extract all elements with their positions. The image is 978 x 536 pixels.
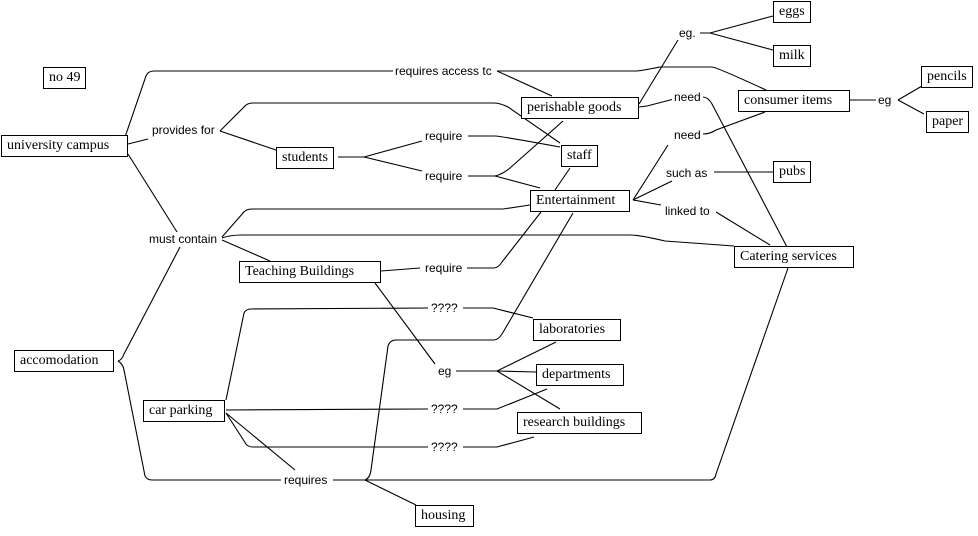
link-label-eg-perishable[interactable]: eg. — [677, 26, 698, 40]
link-ent-linked — [632, 199, 662, 206]
link-label-unknown-departments[interactable]: ???? — [429, 402, 460, 416]
link-requires-housing — [333, 479, 417, 506]
link-eg-milk — [709, 32, 774, 51]
link-unknown3-research — [463, 436, 535, 448]
concept-housing[interactable]: housing — [415, 505, 474, 527]
link-eg-depts — [496, 370, 537, 373]
link-need-consumer — [702, 111, 766, 135]
link-label-eg-consumer[interactable]: eg — [876, 93, 894, 107]
concept-catering-services[interactable]: Catering services — [734, 246, 854, 268]
link-teaching-eg — [374, 282, 436, 365]
concept-perishable-goods[interactable]: perishable goods — [521, 97, 639, 119]
link-require2-ent — [468, 175, 541, 189]
concept-accomodation[interactable]: accomodation — [14, 350, 114, 372]
concept-students[interactable]: students — [276, 147, 334, 169]
link-label-must-contain[interactable]: must contain — [147, 232, 220, 246]
concept-entertainment[interactable]: Entertainment — [530, 190, 630, 212]
link-carpark-unknown2 — [225, 408, 429, 411]
link-campus-provides — [127, 138, 149, 145]
title-badge: no 49 — [43, 67, 86, 89]
concept-laboratories[interactable]: laboratories — [533, 319, 621, 341]
link-label-requires[interactable]: requires — [282, 473, 330, 487]
link-ent-need — [632, 144, 669, 201]
link-label-need-consumer[interactable]: need — [672, 128, 703, 142]
concept-eggs[interactable]: eggs — [773, 1, 811, 23]
link-label-requires-access-to[interactable]: requires access tc — [393, 64, 494, 78]
link-label-require-teaching[interactable]: require — [423, 261, 465, 275]
link-label-linked-to[interactable]: linked to — [663, 204, 712, 218]
link-campus-requires-access — [123, 70, 394, 141]
link-perishable-need — [638, 98, 675, 108]
concept-pubs[interactable]: pubs — [773, 161, 812, 183]
link-mustcontain-catering — [221, 234, 735, 247]
link-eg-research — [496, 370, 561, 410]
link-requires-ent — [364, 212, 574, 481]
link-label-require-entertainment[interactable]: require — [423, 169, 465, 183]
link-eg-pencils — [897, 85, 923, 101]
link-require1-staff — [468, 135, 561, 148]
link-eg-eggs — [700, 15, 774, 34]
link-label-provides-for[interactable]: provides for — [150, 123, 217, 137]
link-require2-perishable — [494, 120, 564, 177]
link-label-eg-teaching[interactable]: eg — [436, 364, 454, 378]
link-mustcontain-ent — [221, 204, 531, 238]
link-accom-mustcontain — [117, 246, 181, 362]
concept-teaching-buildings[interactable]: Teaching Buildings — [239, 261, 381, 283]
concept-staff[interactable]: staff — [561, 145, 598, 167]
concept-departments[interactable]: departments — [536, 364, 624, 386]
link-staff-ent — [554, 167, 571, 191]
link-access-consumer — [497, 66, 767, 91]
link-linked-catering — [715, 211, 771, 246]
concept-milk[interactable]: milk — [773, 45, 811, 67]
link-accom-requires — [117, 360, 281, 481]
link-requires-catering — [365, 267, 789, 481]
link-unknown2-depts — [463, 388, 548, 410]
link-teaching-require — [380, 267, 421, 272]
link-access-perishable — [496, 70, 553, 97]
link-label-unknown-research[interactable]: ???? — [429, 440, 460, 454]
link-campus-mustcontain — [127, 153, 178, 233]
link-carpark-unknown3 — [225, 412, 428, 448]
link-students-require1 — [338, 140, 423, 158]
link-provides-students — [219, 130, 277, 151]
link-mustcontain-teaching — [221, 239, 271, 262]
link-need-catering — [702, 96, 788, 248]
link-provides-staff — [219, 102, 561, 144]
link-unknown1-labs — [463, 307, 534, 319]
link-label-require-staff[interactable]: require — [423, 129, 465, 143]
concept-university-campus[interactable]: university campus — [1, 135, 128, 157]
link-require-ent — [467, 211, 542, 269]
link-label-unknown-laboratories[interactable]: ???? — [429, 301, 460, 315]
concept-paper[interactable]: paper — [926, 111, 970, 133]
concept-car-parking[interactable]: car parking — [143, 400, 225, 422]
concept-consumer-items[interactable]: consumer items — [738, 90, 850, 112]
link-students-require2 — [363, 156, 423, 172]
link-carpark-requires — [225, 412, 296, 471]
concept-research-buildings[interactable]: research buildings — [517, 412, 642, 434]
link-perishable-eg — [638, 39, 679, 105]
link-carpark-unknown1 — [225, 307, 429, 401]
link-eg-paper — [897, 99, 925, 115]
concept-pencils[interactable]: pencils — [921, 66, 973, 88]
link-ent-suchas — [632, 180, 673, 201]
link-label-such-as[interactable]: such as — [664, 166, 710, 180]
link-label-need-perishable[interactable]: need — [672, 90, 703, 104]
